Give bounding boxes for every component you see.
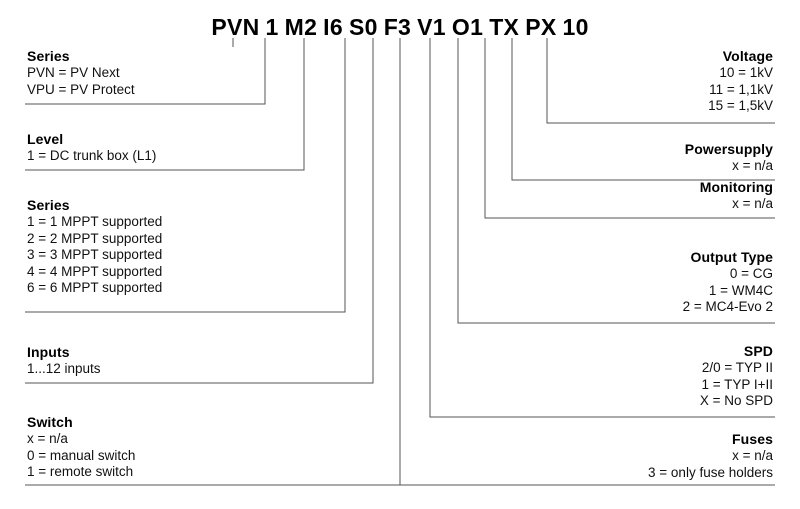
legend-block-switch: Switch x = n/a 0 = manual switch 1 = rem…: [27, 413, 135, 481]
legend-block-inputs: Inputs 1...12 inputs: [27, 343, 101, 378]
code-segment-4: S0: [348, 14, 378, 40]
legend-block-monitoring: Monitoring x = n/a: [700, 178, 773, 213]
block-line: 0 = CG: [729, 266, 773, 281]
legend-block-level: Level 1 = DC trunk box (L1): [27, 130, 156, 165]
legend-block-output-type: Output Type 0 = CG 1 = WM4C 2 = MC4-Evo …: [683, 248, 773, 316]
block-line: 1 = TYP I+II: [701, 376, 773, 392]
block-line: VPU = PV Protect: [27, 81, 135, 97]
block-line: 3 = 3 MPPT supported: [27, 247, 163, 263]
code-segment-10: 10: [562, 14, 589, 40]
block-line: 4 = 4 MPPT supported: [27, 263, 163, 279]
code-segment-9: PX: [525, 14, 557, 40]
block-line: 1...12 inputs: [27, 361, 101, 376]
block-title: Powersupply: [684, 141, 773, 157]
block-line: 2 = MC4-Evo 2: [682, 299, 773, 315]
block-line: 6 = 6 MPPT supported: [27, 280, 163, 296]
legend-block-series-mppt: Series 1 = 1 MPPT supported 2 = 2 MPPT s…: [27, 196, 162, 297]
block-line: 2/0 = TYP II: [701, 360, 773, 375]
block-title: Output Type: [690, 249, 773, 265]
block-line: 1 = DC trunk box (L1): [27, 148, 157, 163]
code-segment-3: I6: [323, 14, 343, 40]
code-segment-8: TX: [489, 14, 520, 40]
block-title: SPD: [743, 343, 773, 359]
block-line: X = No SPD: [699, 393, 773, 409]
code-segment-1: 1: [265, 14, 279, 40]
block-line: x = n/a: [732, 448, 773, 463]
code-segment-2: M2: [284, 14, 318, 40]
block-line: 15 = 1,5kV: [708, 98, 773, 114]
block-title: Switch: [27, 414, 73, 430]
block-line: 1 = 1 MPPT supported: [27, 214, 163, 229]
legend-block-spd: SPD 2/0 = TYP II 1 = TYP I+II X = No SPD: [700, 342, 773, 410]
code-segment-0: PVN: [211, 14, 260, 40]
block-line: 1 = remote switch: [27, 464, 134, 480]
block-title: Monitoring: [699, 179, 773, 195]
block-line: PVN = PV Next: [27, 65, 120, 80]
block-title: Inputs: [27, 344, 70, 360]
block-line: x = n/a: [27, 431, 68, 446]
legend-block-series-prefix: Series PVN = PV Next VPU = PV Protect: [27, 47, 135, 98]
block-line: 10 = 1kV: [719, 65, 773, 80]
block-title: Series: [27, 48, 70, 64]
block-line: x = n/a: [732, 158, 773, 173]
legend-block-voltage: Voltage 10 = 1kV 11 = 1,1kV 15 = 1,5kV: [708, 47, 773, 115]
block-line: 2 = 2 MPPT supported: [27, 230, 163, 246]
code-segment-5: F3: [383, 14, 412, 40]
block-line: 11 = 1,1kV: [709, 81, 773, 97]
block-title: Fuses: [732, 431, 773, 447]
block-title: Voltage: [722, 48, 773, 64]
legend-block-powersupply: Powersupply x = n/a: [685, 140, 773, 175]
code-segment-6: V1: [417, 14, 446, 40]
legend-block-fuses: Fuses x = n/a 3 = only fuse holders: [648, 430, 773, 481]
block-line: 0 = manual switch: [27, 447, 136, 463]
block-line: 3 = only fuse holders: [648, 464, 773, 480]
block-line: x = n/a: [732, 196, 773, 211]
block-title: Level: [27, 131, 64, 147]
block-title: Series: [27, 197, 70, 213]
block-line: 1 = WM4C: [708, 282, 773, 298]
code-segment-7: O1: [451, 14, 484, 40]
